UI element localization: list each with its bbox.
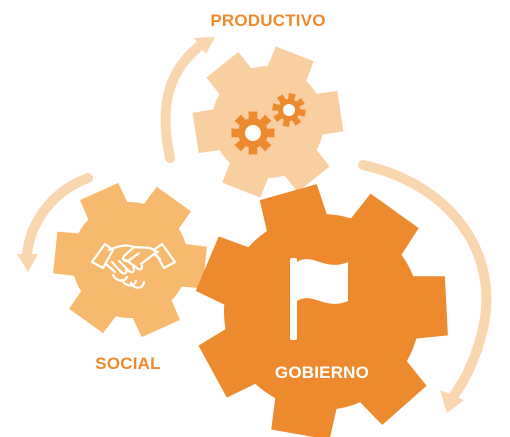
handshake-icon <box>90 242 177 289</box>
arrow-social-to-productivo <box>160 37 210 163</box>
arrowhead-gobierno <box>440 390 464 413</box>
cog-big-hole <box>245 125 261 141</box>
arrow-productivo-to-gobierno <box>358 160 492 403</box>
arrowhead-productivo <box>194 37 215 54</box>
gear-gobierno <box>195 184 448 437</box>
label-gobierno: GOBIERNO <box>275 363 369 382</box>
flag-icon <box>290 258 348 340</box>
label-social: SOCIAL <box>95 354 160 373</box>
arrowhead-social <box>17 254 38 272</box>
label-productivo: PRODUCTIVO <box>210 11 325 30</box>
cog-small-hole <box>283 104 295 116</box>
arrow-gobierno-to-social <box>22 173 93 260</box>
gear-gobierno-body <box>195 184 448 437</box>
cogs-icon <box>231 93 306 155</box>
